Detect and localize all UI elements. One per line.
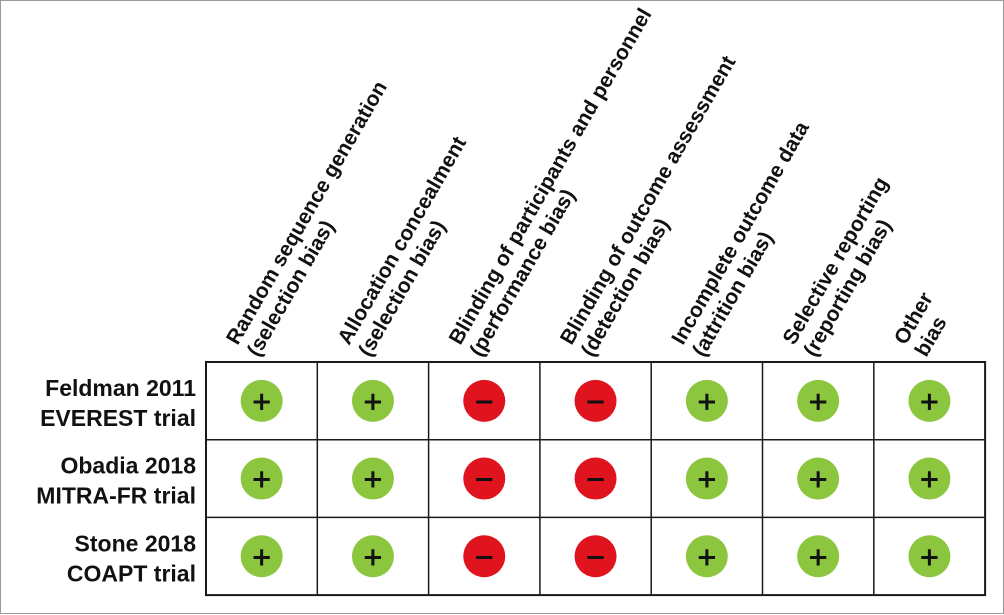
rating-circle-low <box>240 379 283 422</box>
rating-symbol-low: + <box>919 542 941 572</box>
rating-symbol-high: − <box>473 387 495 417</box>
row-label-line: MITRA-FR trial <box>36 483 196 509</box>
row-label-line: COAPT trial <box>67 560 196 586</box>
rating-circle-low <box>240 535 283 578</box>
rating-symbol-low: + <box>362 387 384 417</box>
row-label-line: Stone 2018 <box>75 530 197 556</box>
rating-circle-high <box>463 379 506 422</box>
rating-symbol-low: + <box>251 542 273 572</box>
rating-symbol-low: + <box>696 542 718 572</box>
rating-symbol-low: + <box>919 465 941 495</box>
rating-circle-high <box>574 457 617 500</box>
row-label-line: EVEREST trial <box>40 405 196 431</box>
rating-circle-high <box>463 457 506 500</box>
rating-circle-low <box>685 457 728 500</box>
rating-symbol-high: − <box>585 387 607 417</box>
rating-symbol-low: + <box>807 542 829 572</box>
rating-symbol-high: − <box>473 465 495 495</box>
rating-circle-low <box>908 379 951 422</box>
grid-frame <box>205 361 987 597</box>
rating-symbol-low: + <box>696 465 718 495</box>
rating-circle-low <box>797 457 840 500</box>
rating-circle-high <box>574 379 617 422</box>
rating-symbol-high: − <box>473 542 495 572</box>
rating-circle-high <box>463 535 506 578</box>
rating-circle-low <box>908 457 951 500</box>
row-label-line: Obadia 2018 <box>60 453 196 479</box>
rating-symbol-low: + <box>251 387 273 417</box>
rating-symbol-low: + <box>251 465 273 495</box>
rating-symbol-high: − <box>585 542 607 572</box>
rating-symbol-low: + <box>362 465 384 495</box>
rating-symbol-low: + <box>919 387 941 417</box>
rating-symbol-low: + <box>696 387 718 417</box>
rating-circle-low <box>351 535 394 578</box>
column-header-line: Allocation concealment <box>333 133 471 349</box>
rating-circle-low <box>240 457 283 500</box>
rating-symbol-low: + <box>362 542 384 572</box>
rating-symbol-low: + <box>807 387 829 417</box>
rating-circle-high <box>574 535 617 578</box>
rating-circle-low <box>908 535 951 578</box>
column-header: Blinding of participants and personnel(p… <box>445 5 657 361</box>
rating-circle-low <box>797 535 840 578</box>
row-label-line: Feldman 2011 <box>45 375 196 401</box>
rating-circle-low <box>685 379 728 422</box>
rating-symbol-low: + <box>807 465 829 495</box>
rating-circle-low <box>797 379 840 422</box>
rating-circle-low <box>351 457 394 500</box>
rating-circle-low <box>685 535 728 578</box>
rating-circle-low <box>351 379 394 422</box>
rating-symbol-high: − <box>585 465 607 495</box>
